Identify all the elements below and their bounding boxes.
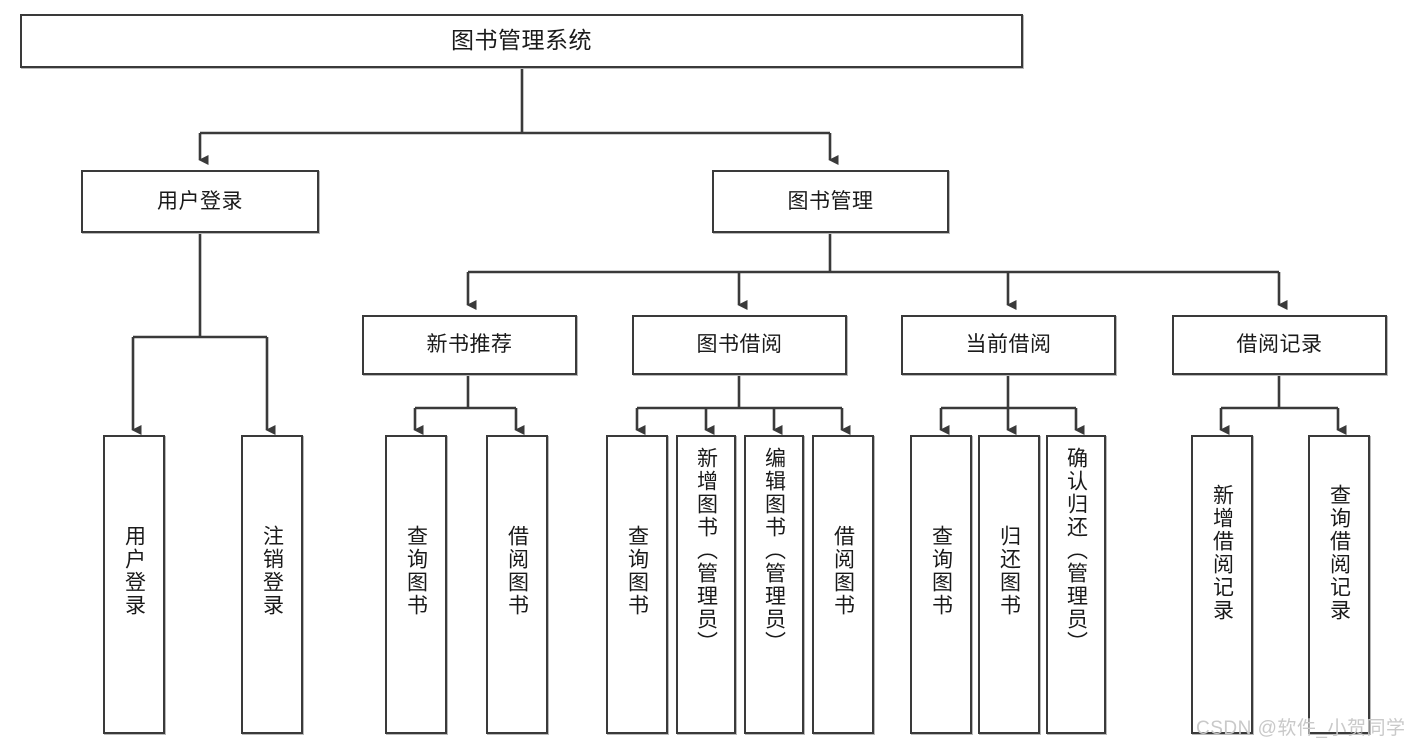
node-book-borrow[interactable]: 图书借阅 [632, 315, 847, 375]
leaf-query-record[interactable]: 查询借阅记录 [1308, 435, 1370, 734]
leaf-query-book-3[interactable]: 查询图书 [910, 435, 972, 734]
leaf-add-record[interactable]: 新增借阅记录 [1191, 435, 1253, 734]
node-current-borrow-label: 当前借阅 [965, 333, 1052, 357]
leaf-query-book-3-label: 查询图书 [929, 525, 953, 617]
node-current-borrow[interactable]: 当前借阅 [901, 315, 1116, 375]
leaf-confirm-return-label: 确认归还（管理员） [1064, 447, 1088, 654]
node-new-book-recommend-label: 新书推荐 [426, 333, 513, 357]
leaf-add-book-label: 新增图书（管理员） [694, 447, 718, 654]
leaf-edit-book[interactable]: 编辑图书（管理员） [744, 435, 804, 734]
node-root[interactable]: 图书管理系统 [20, 14, 1023, 68]
node-root-label: 图书管理系统 [451, 27, 592, 54]
leaf-return-book-label: 归还图书 [997, 525, 1021, 617]
leaf-user-login-label: 用户登录 [122, 525, 146, 617]
leaf-query-book-2[interactable]: 查询图书 [606, 435, 668, 734]
leaf-query-book-1-label: 查询图书 [404, 525, 428, 617]
leaf-borrow-book-1-label: 借阅图书 [505, 525, 529, 617]
leaf-edit-book-label: 编辑图书（管理员） [762, 447, 786, 654]
leaf-user-logout-label: 注销登录 [260, 525, 284, 617]
node-borrow-record[interactable]: 借阅记录 [1172, 315, 1387, 375]
leaf-user-logout[interactable]: 注销登录 [241, 435, 303, 734]
leaf-add-book[interactable]: 新增图书（管理员） [676, 435, 736, 734]
node-new-book-recommend[interactable]: 新书推荐 [362, 315, 577, 375]
node-book-manage-label: 图书管理 [787, 189, 874, 213]
node-book-manage[interactable]: 图书管理 [712, 170, 949, 233]
leaf-add-record-label: 新增借阅记录 [1210, 484, 1234, 622]
leaf-borrow-book-2-label: 借阅图书 [831, 525, 855, 617]
leaf-query-record-label: 查询借阅记录 [1327, 484, 1351, 622]
leaf-borrow-book-2[interactable]: 借阅图书 [812, 435, 874, 734]
node-book-borrow-label: 图书借阅 [696, 333, 783, 357]
leaf-borrow-book-1[interactable]: 借阅图书 [486, 435, 548, 734]
leaf-user-login[interactable]: 用户登录 [103, 435, 165, 734]
node-user-login[interactable]: 用户登录 [81, 170, 319, 233]
leaf-confirm-return[interactable]: 确认归还（管理员） [1046, 435, 1106, 734]
node-borrow-record-label: 借阅记录 [1236, 333, 1323, 357]
leaf-query-book-2-label: 查询图书 [625, 525, 649, 617]
node-user-login-label: 用户登录 [157, 189, 243, 213]
leaf-query-book-1[interactable]: 查询图书 [385, 435, 447, 734]
leaf-return-book[interactable]: 归还图书 [978, 435, 1040, 734]
